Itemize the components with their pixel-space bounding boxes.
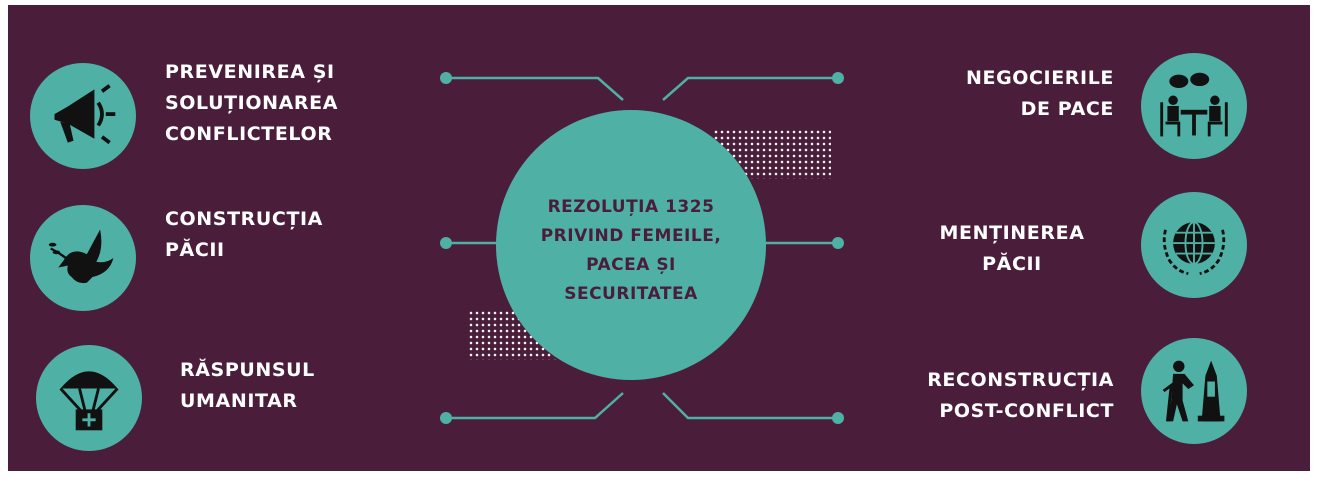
connector-node [832, 237, 844, 249]
label-prevenirea: PREVENIREA ȘI SOLUȚIONAREA CONFLICTELOR [165, 61, 338, 145]
label-mentinerea: MENȚINEREA PĂCII [939, 222, 1085, 275]
dove-icon [48, 229, 114, 284]
connector-bottom-left [446, 392, 624, 420]
connector-node [440, 412, 452, 424]
megaphone-icon-circle [30, 63, 136, 169]
globe-laurel-icon [1162, 221, 1226, 275]
builder-icon-circle [1141, 338, 1247, 444]
connector-node [832, 412, 844, 424]
globe-icon-circle [1141, 192, 1247, 298]
infographic-panel: REZOLUȚIA 1325 PRIVIND FEMEILE, PACEA ȘI… [8, 5, 1310, 471]
connector-top-right [662, 76, 838, 101]
builder-icon [1162, 360, 1225, 422]
connector-bottom-right [662, 392, 838, 420]
dove-icon-circle [30, 205, 136, 311]
connector-top-left [446, 76, 624, 101]
central-circle: REZOLUȚIA 1325 PRIVIND FEMEILE, PACEA ȘI… [496, 110, 766, 380]
connector-node [440, 237, 452, 249]
label-negocierile: NEGOCIERILE DE PACE [965, 67, 1114, 120]
negotiation-table-icon [1160, 72, 1228, 137]
connector-lines [440, 72, 844, 424]
central-title: REZOLUȚIA 1325 PRIVIND FEMEILE, PACEA ȘI… [540, 197, 722, 304]
label-reconstructia: RECONSTRUCȚIA POST-CONFLICT [927, 369, 1114, 422]
parachute-icon-circle [36, 345, 142, 451]
megaphone-icon [54, 84, 116, 145]
parachute-aid-icon [59, 371, 119, 431]
connector-node [440, 72, 452, 84]
connector-node [832, 72, 844, 84]
label-constructia: CONSTRUCȚIA PĂCII [165, 208, 323, 261]
label-raspunsul: RĂSPUNSUL UMANITAR [180, 359, 315, 412]
negotiation-icon-circle [1141, 53, 1247, 159]
